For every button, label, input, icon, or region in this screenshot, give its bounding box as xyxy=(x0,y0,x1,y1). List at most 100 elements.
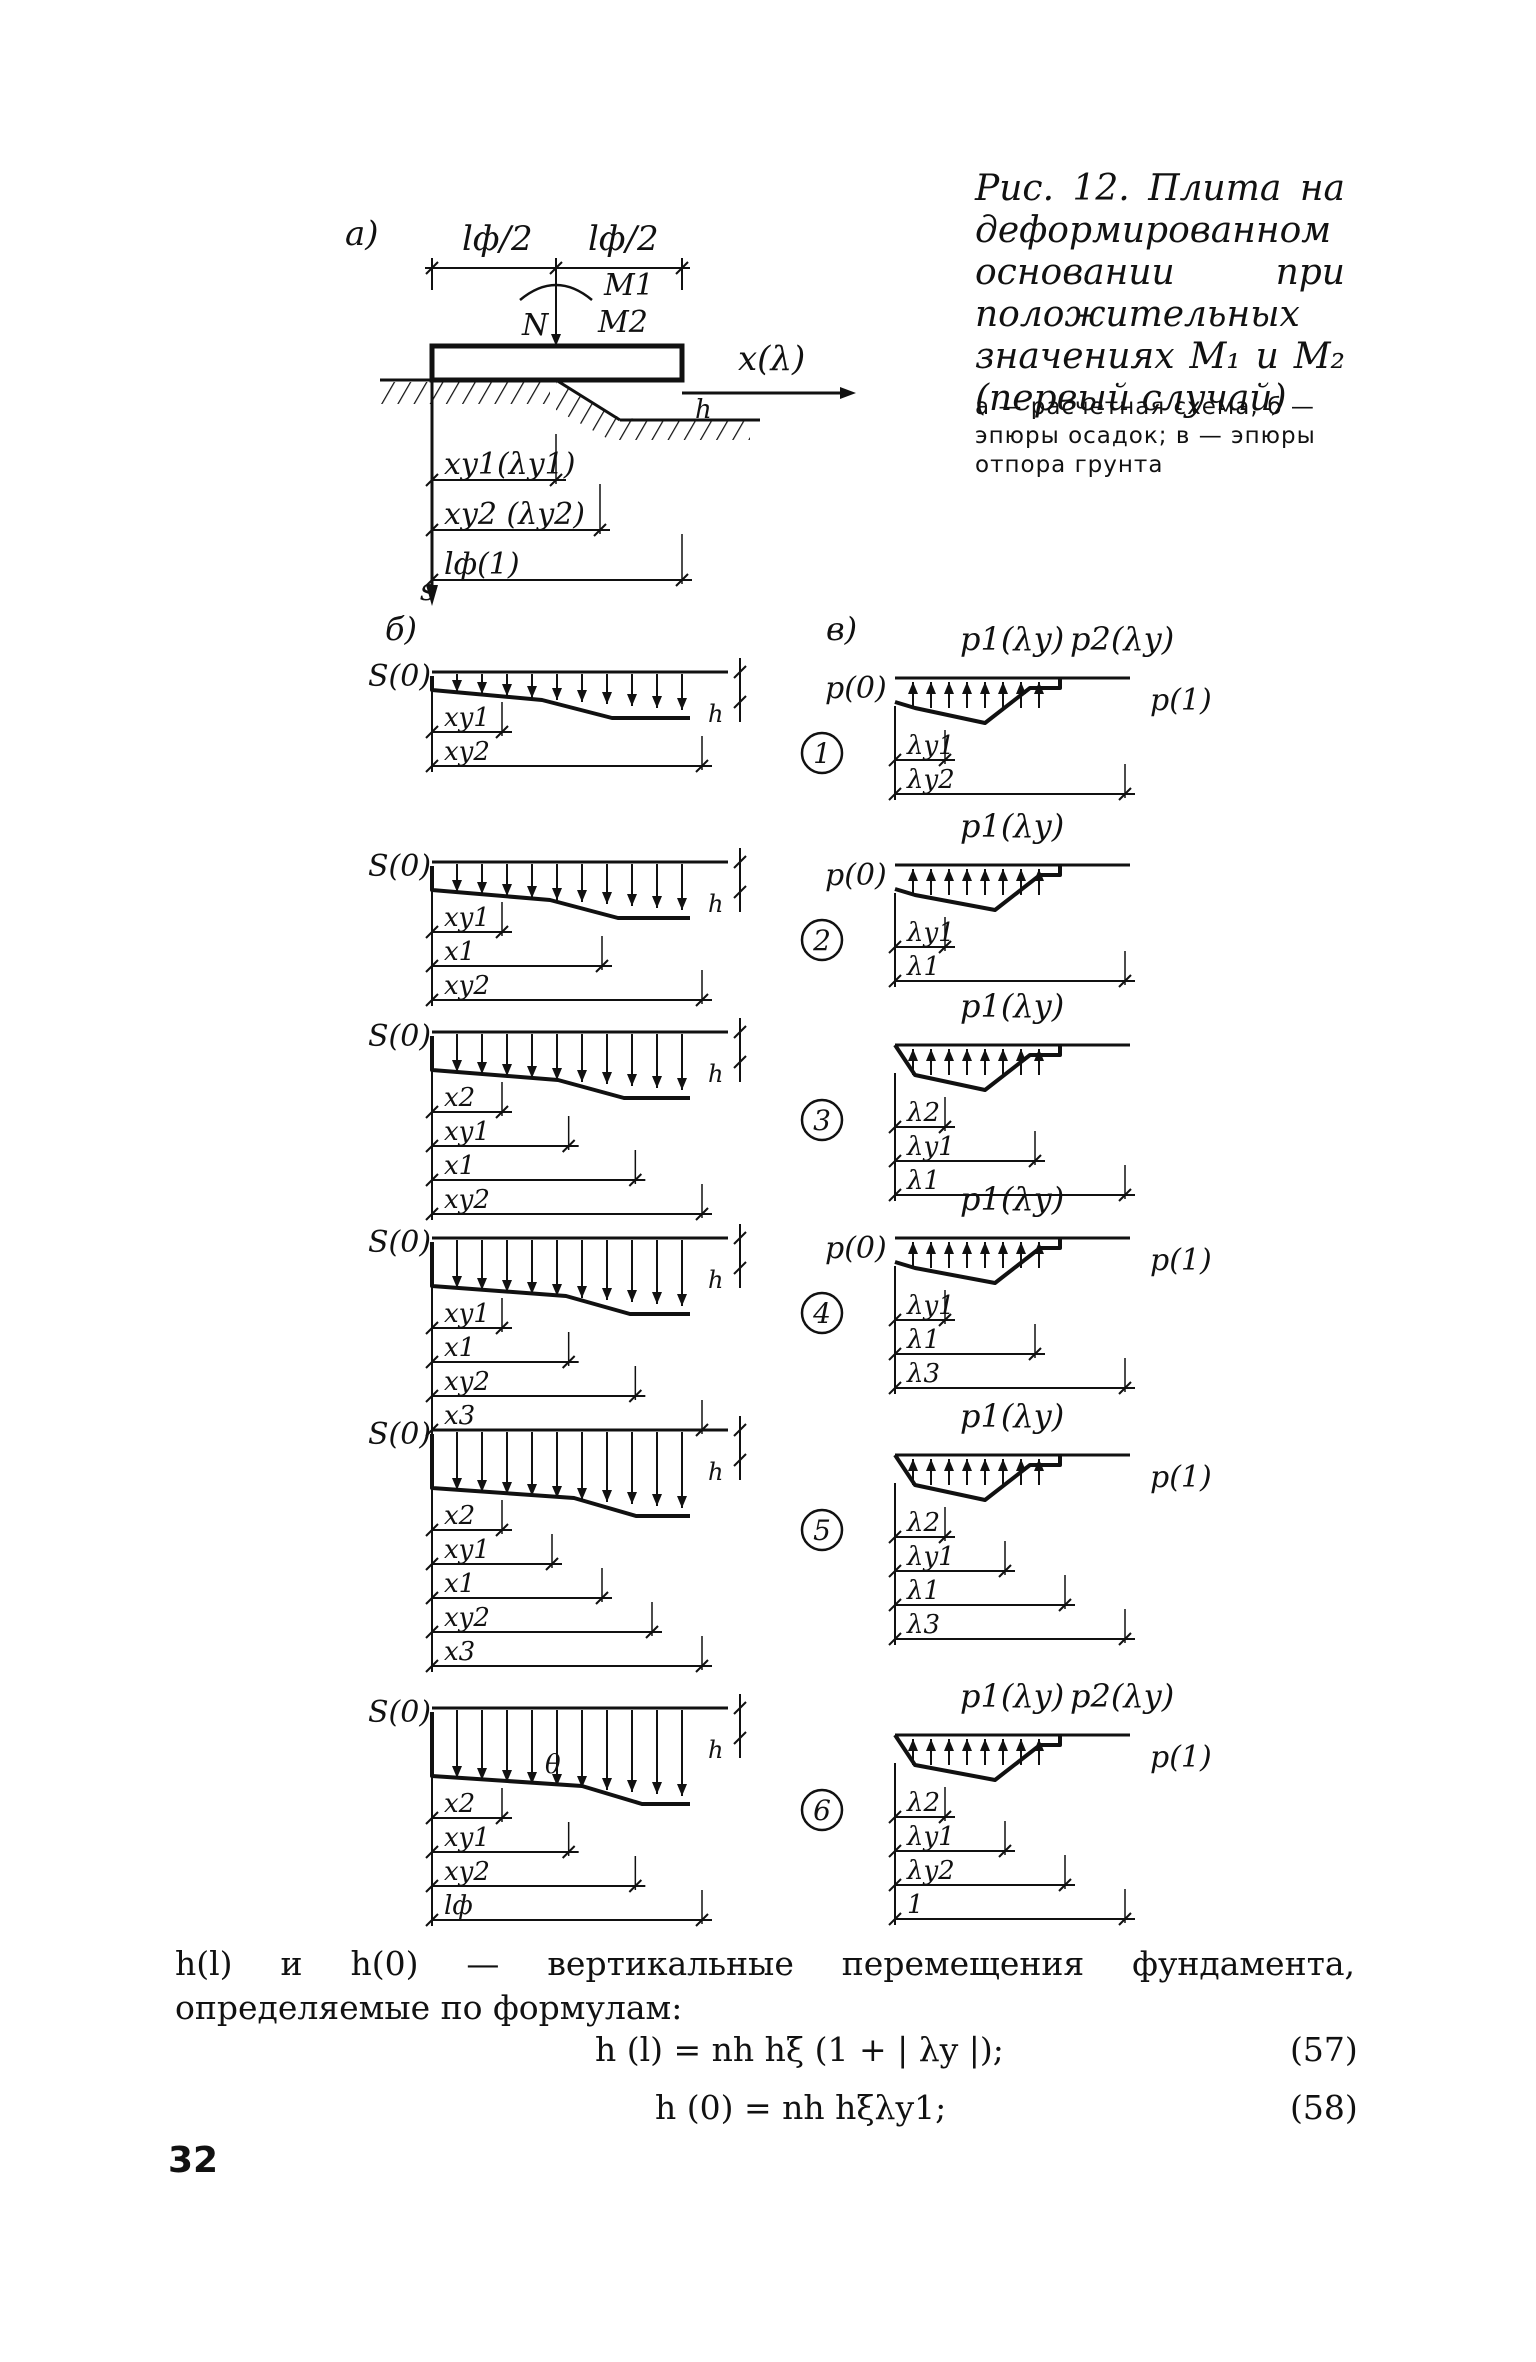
dimension-tick xyxy=(888,1912,902,1926)
reaction-label-1: p1(λy) xyxy=(960,807,1064,845)
dimension-tick xyxy=(888,1632,902,1646)
reaction-arrow-head xyxy=(980,1049,990,1061)
reaction-arrow-head xyxy=(926,682,936,694)
dimension-tick xyxy=(888,940,902,954)
figure-legend: а — расчетная схема; б — эпюры осадок; в… xyxy=(975,394,1316,478)
settlement-s0-label: S(0) xyxy=(368,1417,431,1452)
dimension-tick xyxy=(888,1347,902,1361)
dimension-label-xy1: xy1 xyxy=(444,703,490,733)
dimension-tick xyxy=(733,1025,747,1039)
reaction-arrow-head xyxy=(962,869,972,881)
dimension-tick xyxy=(425,1389,439,1403)
dimension-label-xy1: xy1 xyxy=(444,1299,490,1329)
equation-57: h (l) = nh hξ (1 + | λy |); xyxy=(595,2030,1004,2069)
settlement-arrow-head xyxy=(652,896,662,908)
reaction-arrow-head xyxy=(1034,869,1044,881)
reaction-arrow-head xyxy=(998,1739,1008,1751)
settlement-h-label: h xyxy=(708,700,723,728)
dimension-label-1: 1 xyxy=(907,1890,924,1920)
settlement-arrow-head xyxy=(527,1484,537,1496)
reaction-arrow-head xyxy=(962,682,972,694)
reaction-arrow-head xyxy=(1034,1242,1044,1254)
dimension-tick xyxy=(425,1523,439,1537)
settlement-arrow-head xyxy=(602,1778,612,1790)
dimension-tick xyxy=(425,959,439,973)
dimension-label-xy2 (λy2): xy2 (λy2) xyxy=(444,497,585,532)
settlement-s0-label: S(0) xyxy=(368,1225,431,1260)
settlement-arrow-head xyxy=(577,1488,587,1500)
settlement-arrow-head xyxy=(652,1292,662,1304)
reaction-arrow-head xyxy=(926,1739,936,1751)
settlement-arrow-head xyxy=(477,682,487,694)
dimension-label-xy2: xy2 xyxy=(444,1367,490,1397)
reaction-arrow-head xyxy=(1034,682,1044,694)
dimension-tick xyxy=(888,753,902,767)
reaction-label-1: p1(λy) xyxy=(960,1677,1064,1715)
reaction-arrow-head xyxy=(1016,1459,1026,1471)
dimension-tick xyxy=(733,1261,747,1275)
reaction-arrow-head xyxy=(908,1242,918,1254)
reaction-arrow-head xyxy=(908,1739,918,1751)
reaction-label-2: p2(λy) xyxy=(1070,1677,1174,1715)
settlement-arrow-head xyxy=(677,1078,687,1090)
diagram-number-label: 6 xyxy=(813,1794,831,1827)
dimension-label-x1: x1 xyxy=(444,937,475,967)
dimension-label-xy2: xy2 xyxy=(444,1857,490,1887)
dimension-label-lф: lф xyxy=(444,1891,473,1921)
dimension-tick xyxy=(888,1120,902,1134)
reaction-arrow-head xyxy=(944,1459,954,1471)
dimension-tick xyxy=(888,1844,902,1858)
reaction-curve xyxy=(893,1453,1062,1502)
foundation-plate xyxy=(429,343,685,383)
dimension-label-x1: x1 xyxy=(444,1333,475,1363)
reaction-arrow-head xyxy=(908,1459,918,1471)
diagram-number-label: 5 xyxy=(813,1514,831,1547)
settlement-arrow-head xyxy=(452,880,462,892)
settlement-arrow-head xyxy=(602,892,612,904)
reaction-arrow-head xyxy=(944,869,954,881)
moment-m1-label: M1 xyxy=(603,268,654,303)
dimension-tick xyxy=(888,1530,902,1544)
dimension-label-λy1: λy1 xyxy=(906,1822,955,1852)
dimension-tick xyxy=(425,1105,439,1119)
dimension-tick xyxy=(425,1173,439,1187)
equation-58-number: (58) xyxy=(1290,2088,1358,2127)
settlement-arrow-head xyxy=(652,1076,662,1088)
dimension-tick xyxy=(425,1879,439,1893)
reaction-arrow-head xyxy=(908,682,918,694)
reaction-arrow-head xyxy=(1034,1459,1044,1471)
settlement-arrow-head xyxy=(527,1772,537,1784)
diagram-number-circle xyxy=(800,1788,844,1832)
settlement-arrow-head xyxy=(552,888,562,900)
dimension-label-xy1: xy1 xyxy=(444,1535,490,1565)
diagram-number-circle xyxy=(800,731,844,775)
settlement-s0-label: S(0) xyxy=(368,1019,431,1054)
axial-force-arrow-head xyxy=(551,334,561,346)
settlement-arrow-head xyxy=(502,1280,512,1292)
dimension-tick xyxy=(425,993,439,1007)
dimension-label-λy1: λy1 xyxy=(906,918,955,948)
reaction-arrow-head xyxy=(944,1739,954,1751)
diagram-number-label: 4 xyxy=(812,1297,831,1330)
settlement-h-label: h xyxy=(708,1060,723,1088)
reaction-arrow-head xyxy=(926,869,936,881)
settlement-arrow-head xyxy=(577,1286,587,1298)
dimension-tick xyxy=(425,1591,439,1605)
equation-57-number: (57) xyxy=(1290,2030,1358,2069)
dimension-tick xyxy=(888,1878,902,1892)
reaction-p1-label: p(1) xyxy=(1150,1460,1212,1495)
x-axis-label: x(λ) xyxy=(738,339,805,379)
reaction-arrow-head xyxy=(998,1242,1008,1254)
dimension-tick xyxy=(425,725,439,739)
diagram-number-label: 2 xyxy=(812,924,831,957)
settlement-arrow-head xyxy=(452,680,462,692)
diagram-number-circle xyxy=(800,1291,844,1335)
settlement-arrow-head xyxy=(577,690,587,702)
